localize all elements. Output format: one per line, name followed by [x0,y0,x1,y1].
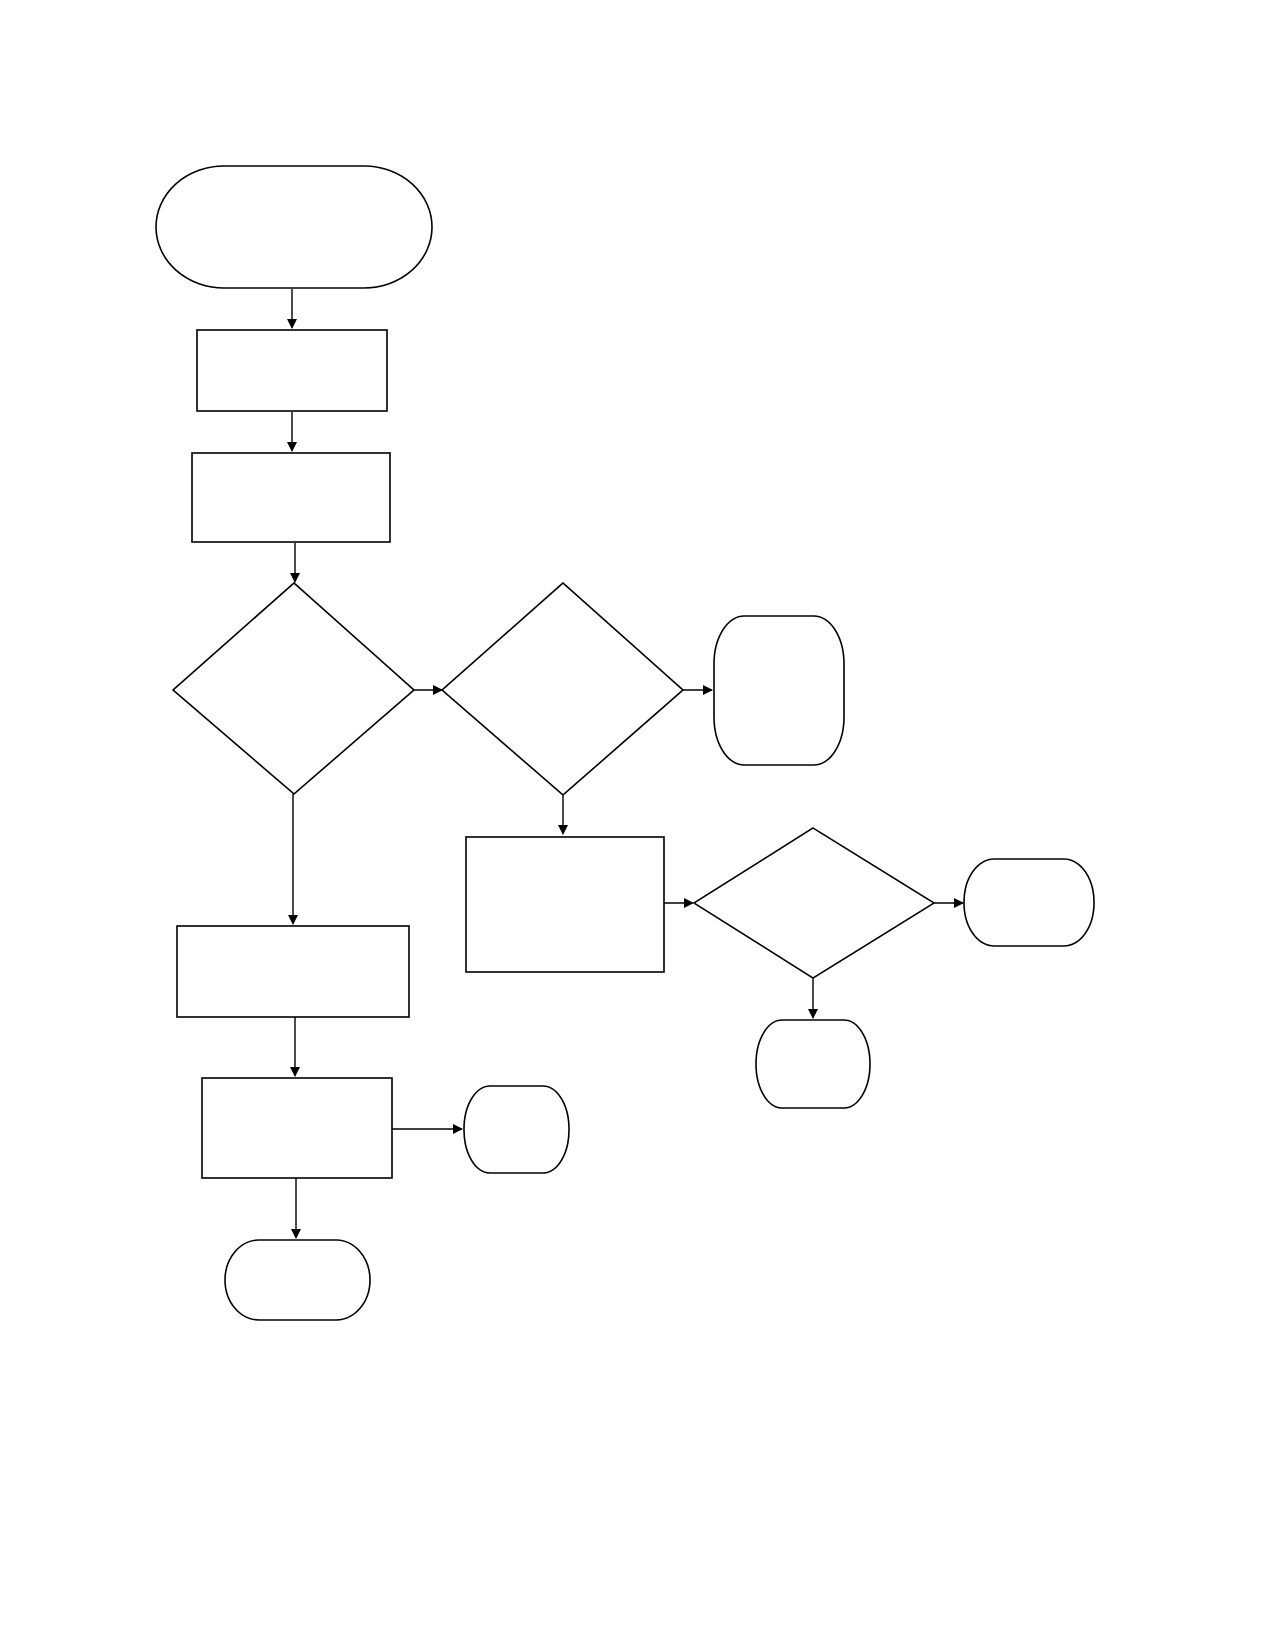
process-box-5[interactable] [201,1077,393,1179]
decision-diamond-1[interactable] [171,581,416,796]
terminator-right-1[interactable] [713,615,845,766]
end-terminator[interactable] [224,1239,371,1321]
process-box-1[interactable] [196,329,388,412]
terminator-right-2[interactable] [963,858,1095,947]
nodes-layer [155,165,1095,1321]
process-box-4[interactable] [176,925,410,1018]
process-box-3[interactable] [465,836,665,973]
terminator-bottom-right[interactable] [755,1019,871,1109]
terminator-small[interactable] [463,1085,570,1174]
decision-diamond-3[interactable] [692,827,936,979]
connectors-layer [287,289,964,1239]
process-box-2[interactable] [191,452,391,543]
start-terminator[interactable] [155,165,433,289]
decision-diamond-2[interactable] [440,581,685,797]
